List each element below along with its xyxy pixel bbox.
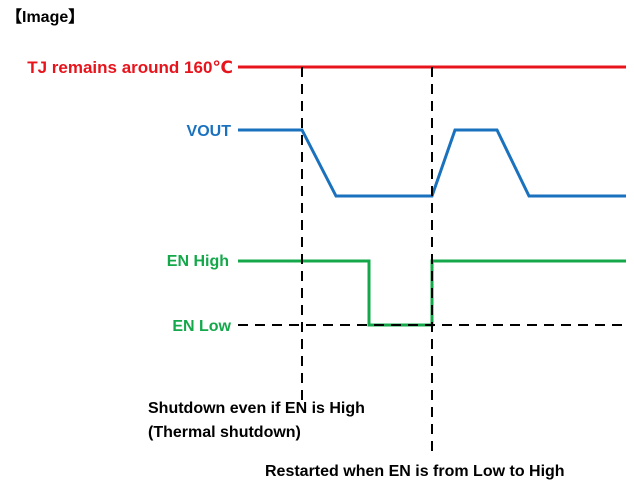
vout-waveform — [238, 128, 626, 198]
en-low-label: EN Low — [172, 318, 231, 335]
shutdown-note-line2: (Thermal shutdown) — [148, 424, 301, 441]
restart-note: Restarted when EN is from Low to High — [265, 463, 565, 480]
en-high-label: EN High — [167, 253, 229, 270]
tj-label: TJ remains around 160℃ — [27, 58, 233, 77]
shutdown-note-line1: Shutdown even if EN is High — [148, 400, 365, 417]
header-label: 【Image】 — [6, 8, 84, 26]
vout-label: VOUT — [187, 123, 232, 140]
